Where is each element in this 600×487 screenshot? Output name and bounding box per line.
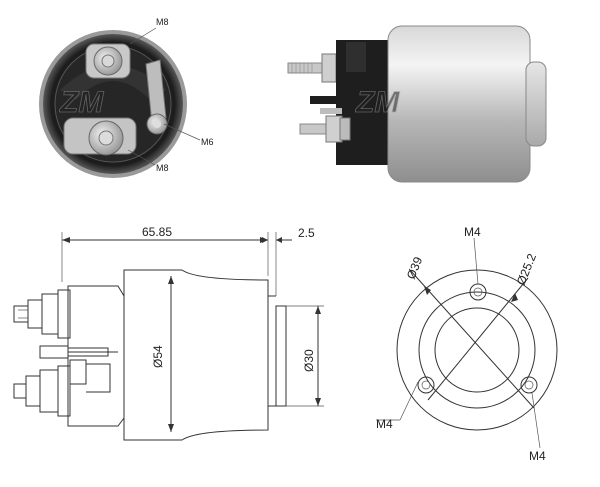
mount-hole-right [520, 376, 538, 394]
end-view-photo: ZM M8 M6 M8 [39, 17, 214, 178]
bore-label: Ø25.2 [514, 251, 539, 287]
svg-text:ZM: ZM [355, 86, 400, 119]
top-m8-terminal [85, 43, 131, 79]
right-hole-label: M4 [529, 449, 546, 463]
bottom-m8-label: M8 [156, 163, 169, 173]
offset-dim-label: 2.5 [298, 226, 315, 240]
bolt-circle-label: Ø39 [404, 255, 426, 282]
side-elevation-drawing: 65.85 2.5 Ø54 Ø30 [13, 225, 324, 441]
length-dim-label: 65.85 [142, 225, 172, 239]
top-hole-label: M4 [464, 225, 481, 239]
body-diameter-label: Ø54 [151, 345, 165, 368]
side-view-photo: ZM [287, 25, 547, 183]
m6-terminal [145, 59, 168, 135]
plunger-diameter-label: Ø30 [302, 349, 316, 372]
left-hole-label: M4 [376, 417, 393, 431]
bottom-m8-terminal [63, 117, 137, 156]
m6-label: M6 [201, 137, 214, 147]
svg-text:ZM: ZM [59, 86, 104, 119]
front-view-drawing: Ø39 Ø25.2 M4 M4 M4 [376, 225, 558, 463]
top-m8-label: M8 [156, 17, 169, 27]
mount-hole-left [417, 376, 435, 394]
